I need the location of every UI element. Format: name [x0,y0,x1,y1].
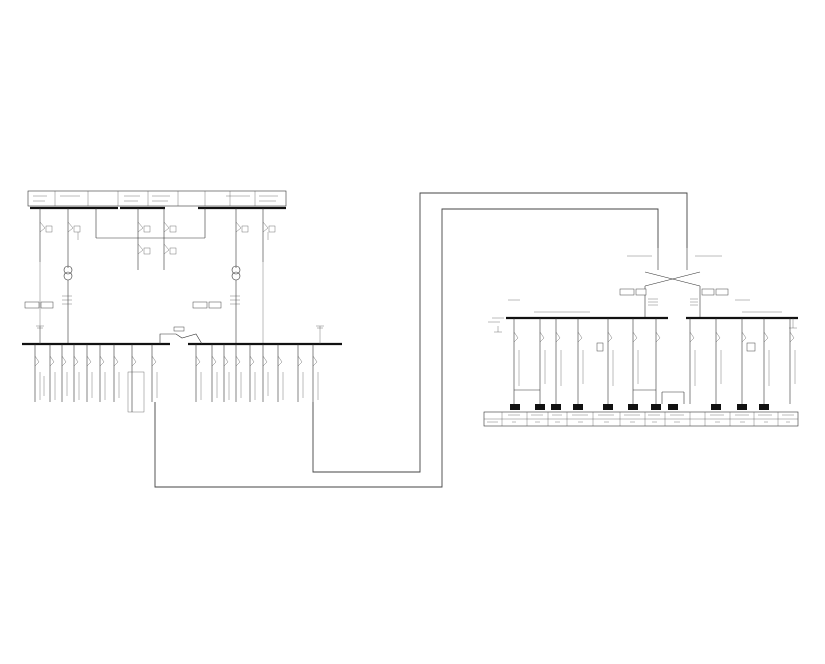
right-bottom-table [483,411,799,427]
cable-route-2 [312,192,688,473]
left-feeders-section-1 [34,344,158,413]
left-feeders-section-2 [195,344,319,402]
header-frame [27,190,287,207]
bus-coupler [159,333,203,345]
transformer-left [24,262,73,344]
cable-routes [154,192,688,488]
cable-route-1 [154,208,659,488]
left-substation [22,190,342,413]
left-header-table [27,190,287,207]
transformer-right [192,262,264,344]
right-substation [483,248,799,427]
right-feeders [510,318,796,410]
